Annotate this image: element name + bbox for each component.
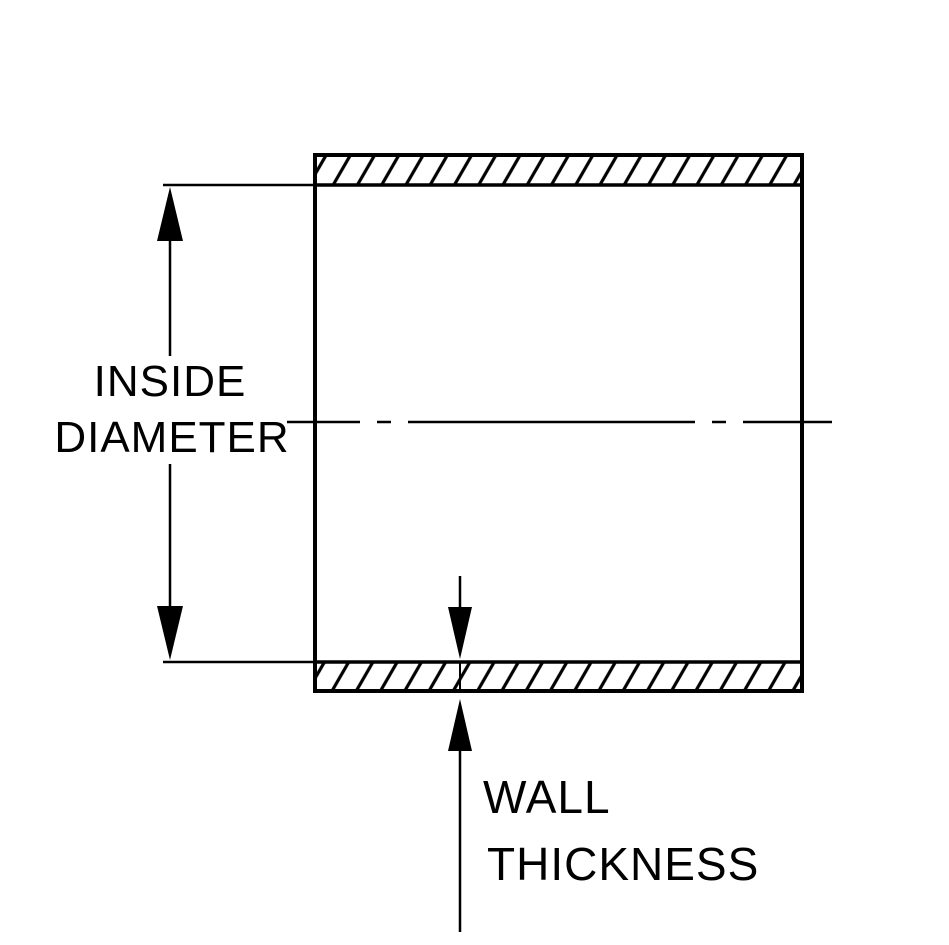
bottom-wall-hatch <box>317 663 800 689</box>
inside-diameter-arrow-up-icon <box>157 187 183 241</box>
wall-thickness-label-line1: WALL <box>483 771 611 823</box>
wall-thickness-arrow-up-icon <box>448 699 472 751</box>
inside-diameter-arrow-down-icon <box>157 606 183 660</box>
wall-thickness-label-line2: THICKNESS <box>487 838 759 890</box>
wall-thickness-arrow-down-icon <box>448 607 472 659</box>
inside-diameter-label-line1: INSIDE <box>94 357 247 406</box>
top-wall-hatch <box>317 157 800 184</box>
inside-diameter-label-line2: DIAMETER <box>54 413 289 462</box>
